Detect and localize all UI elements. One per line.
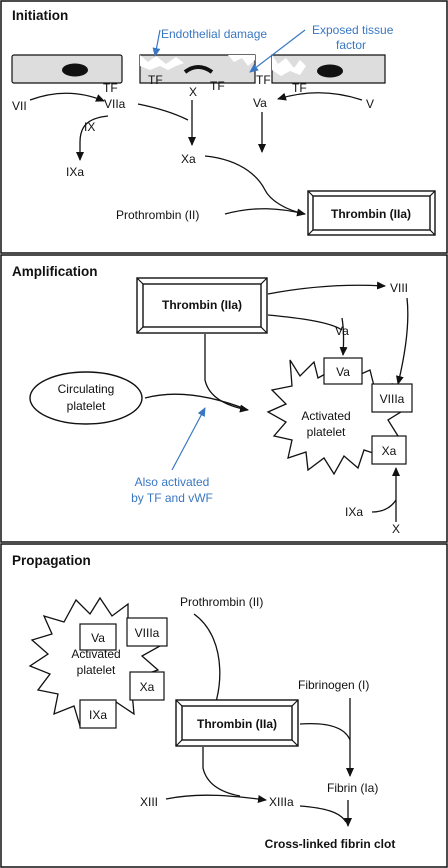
nucleus-right	[317, 64, 343, 78]
arrow-thrombin-to-xiiia	[202, 747, 241, 797]
badge-viiia-amp-label: VIIIa	[380, 392, 405, 406]
arrow-ixa-to-x	[371, 499, 397, 513]
arrow-circulating-to-activated	[144, 393, 249, 411]
initiation-title: Initiation	[12, 8, 68, 23]
prop-fibrinogen: Fibrinogen (I)	[298, 678, 369, 692]
badge-viiia-prop: VIIIa	[126, 617, 168, 647]
thrombin-box-initiation: Thrombin (IIa)	[307, 190, 436, 236]
badge-xa-prop: Xa	[129, 671, 165, 701]
factor-ixa: IXa	[66, 165, 84, 179]
arrow-viii-to-viiia	[395, 297, 409, 385]
activated-platelet-label-1: Activated	[301, 409, 350, 423]
factor-x: X	[189, 85, 197, 99]
endothelial-cell-right	[271, 54, 386, 84]
propagation-title: Propagation	[12, 553, 91, 568]
activated-platelet-prop-label-2: platelet	[77, 663, 116, 677]
arrow-xiiia-to-clot	[299, 805, 347, 823]
nucleus-fragment	[183, 65, 214, 74]
tf-label-2: TF	[148, 73, 163, 87]
badge-xa-prop-label: Xa	[140, 680, 155, 694]
badge-viiia-amp: VIIIa	[371, 383, 413, 413]
factor-vii: VII	[12, 99, 27, 113]
arrow-ix-to-ixa	[76, 115, 109, 161]
prothrombin-label: Prothrombin (II)	[116, 208, 199, 222]
badge-ixa-prop-label: IXa	[89, 708, 107, 722]
factor-ix: IX	[84, 120, 95, 134]
amplification-panel: Amplification Thrombin (IIa) Va VIII Cir…	[0, 254, 448, 543]
cross-linked-clot-label: Cross-linked fibrin clot	[265, 837, 396, 851]
factor-xa: Xa	[181, 152, 196, 166]
arrow-thrombin-to-va	[267, 314, 343, 331]
thrombin-box-propagation: Thrombin (IIa)	[175, 699, 299, 747]
exposed-tissue-factor-label-2: factor	[336, 38, 366, 52]
badge-va-amp-label: Va	[336, 365, 350, 379]
circulating-platelet-label-2: platelet	[67, 399, 106, 413]
arrow-vii-to-viia	[29, 92, 105, 102]
factor-va: Va	[253, 96, 267, 110]
arrow-va-to-badge	[339, 317, 348, 356]
thrombin-box-amplification: Thrombin (IIa)	[136, 277, 268, 334]
badge-va-prop: Va	[79, 623, 117, 651]
badge-xa-amp: Xa	[371, 435, 407, 465]
amp-factor-va: Va	[335, 324, 349, 338]
nucleus-left	[62, 63, 88, 77]
amp-factor-viii: VIII	[390, 281, 408, 295]
factor-viia: VIIa	[104, 97, 126, 111]
thrombin-label-initiation: Thrombin (IIa)	[331, 207, 411, 221]
factor-v: V	[366, 97, 374, 111]
endothelial-cell-middle	[139, 54, 256, 84]
exposed-tissue-factor-label-1: Exposed tissue	[312, 23, 394, 37]
arrow-thrombin-down	[204, 334, 249, 413]
arrow-prothrombin-to-thrombin	[224, 208, 306, 215]
thrombin-label-amplification: Thrombin (IIa)	[162, 298, 242, 312]
propagation-panel: Propagation Activated platelet Va VIIIa …	[0, 543, 448, 868]
arrow-v-to-va	[277, 92, 363, 101]
badge-va-prop-label: Va	[91, 631, 105, 645]
tf-label-3: TF	[210, 79, 225, 93]
arrow-thrombin-to-viiia	[267, 281, 386, 295]
arrow-xiii-to-xiiia	[165, 794, 267, 803]
endothelial-damage-label: Endothelial damage	[161, 27, 267, 41]
amp-factor-ixa: IXa	[345, 505, 363, 519]
amp-factor-x: X	[392, 522, 400, 536]
endothelial-cell-left	[11, 54, 123, 84]
tf-label-1: TF	[103, 81, 118, 95]
prop-xiiia: XIIIa	[269, 795, 294, 809]
note-also-activated-1: Also activated	[135, 475, 210, 489]
arrow-thrombin-to-fibrin	[299, 722, 351, 741]
initiation-panel: Initiation TF TF TF TF TF Endothelial da…	[0, 0, 448, 254]
amplification-title: Amplification	[12, 264, 98, 279]
badge-ixa-prop: IXa	[79, 699, 117, 729]
badge-viiia-prop-label: VIIIa	[135, 626, 160, 640]
prop-prothrombin: Prothrombin (II)	[180, 595, 263, 609]
damage-notch	[140, 55, 184, 70]
thrombin-label-propagation: Thrombin (IIa)	[197, 717, 277, 731]
badge-xa-amp-label: Xa	[382, 444, 397, 458]
circulating-platelet: Circulating platelet	[29, 371, 143, 425]
prop-xiii: XIII	[140, 795, 158, 809]
badge-va-amp: Va	[323, 357, 363, 385]
arrow-viia-to-x	[137, 103, 189, 121]
tf-label-5: TF	[292, 81, 307, 95]
prop-fibrin: Fibrin (Ia)	[327, 781, 378, 795]
arrow-to-thrombin	[204, 155, 306, 217]
note-also-activated-2: by TF and vWF	[131, 491, 213, 505]
activated-platelet-label-2: platelet	[307, 425, 346, 439]
circulating-platelet-label-1: Circulating	[58, 382, 115, 396]
tf-label-4: TF	[256, 73, 271, 87]
